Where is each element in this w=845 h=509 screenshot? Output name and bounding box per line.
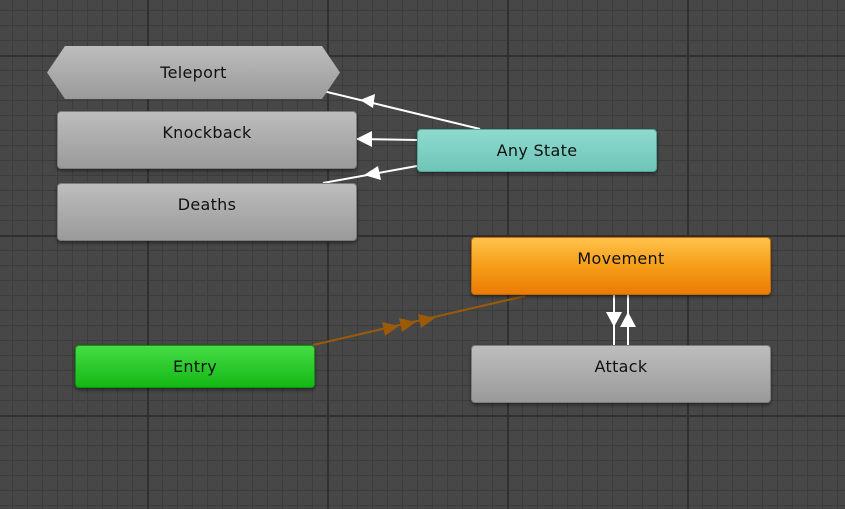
transition-arrow-icon	[606, 312, 622, 327]
transition-arrow-icon	[364, 166, 381, 180]
state-movement[interactable]: Movement	[471, 237, 771, 295]
transition-arrow-icon	[399, 318, 416, 332]
transition-arrow-icon	[418, 314, 435, 328]
state-any-state[interactable]: Any State	[417, 129, 657, 172]
state-label: Entry	[172, 357, 218, 376]
transition-any-state-to-teleport[interactable]	[322, 90, 481, 130]
state-label: Teleport	[160, 63, 227, 82]
state-label: Any State	[496, 141, 578, 160]
state-label: Knockback	[162, 123, 252, 142]
state-teleport[interactable]: Teleport	[47, 46, 340, 99]
state-knockback[interactable]: Knockback	[57, 111, 357, 169]
state-deaths[interactable]: Deaths	[57, 183, 357, 241]
state-label: Attack	[594, 357, 648, 376]
transition-arrow-icon	[360, 94, 375, 108]
state-label: Deaths	[177, 195, 237, 214]
transition-arrow-icon	[620, 312, 636, 327]
transition-arrow-icon	[356, 131, 372, 147]
transition-entry-to-movement[interactable]	[312, 295, 526, 346]
state-entry[interactable]: Entry	[75, 345, 315, 388]
transition-arrow-icon	[382, 322, 399, 336]
state-attack[interactable]: Attack	[471, 345, 771, 403]
state-label: Movement	[577, 249, 665, 268]
